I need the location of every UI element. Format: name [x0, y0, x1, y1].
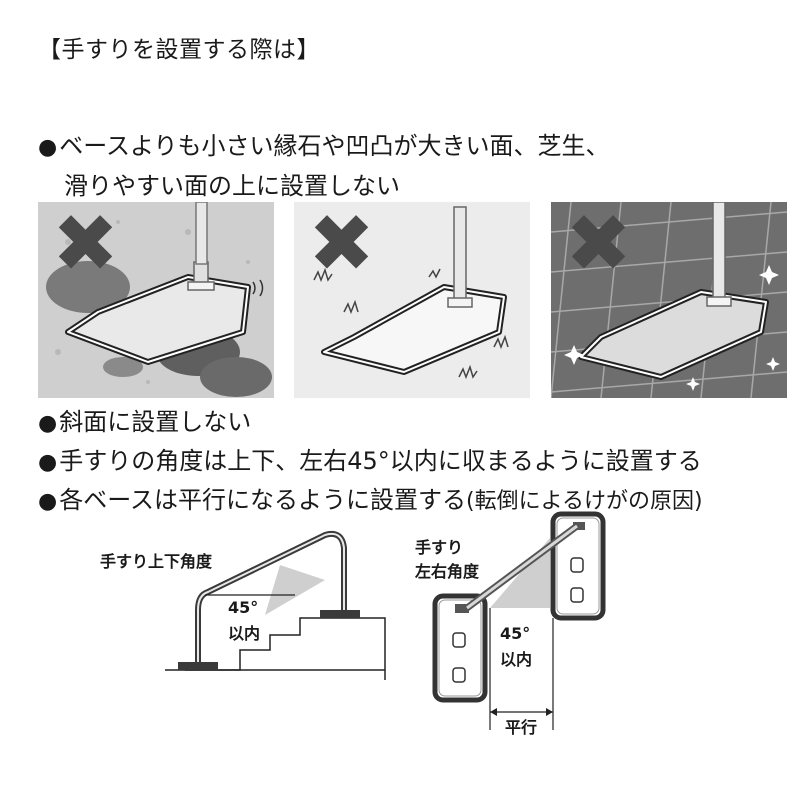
bullet-note: (転倒によるけがの原因) [466, 489, 703, 514]
bullet-uneven-surface: ●ベースよりも小さい縁石や凹凸が大きい面、芝生、 滑りやすい面の上に設置しない [38, 127, 610, 205]
bullet-dot: ● [38, 135, 58, 160]
prohibited-x-icon: ✖ [308, 202, 376, 290]
grass-illustration [294, 202, 530, 398]
bullet-text: 各ベースは平行になるように設置する [59, 486, 467, 514]
vertical-angle-title: 手すり上下角度 [100, 552, 213, 571]
prohibited-x-icon: ✖ [52, 202, 120, 290]
bullet-parallel: ●各ベースは平行になるように設置する(転倒によるけがの原因) [38, 480, 703, 515]
bullet-text: 手すりの角度は上下、左右45°以内に収まるように設置する [59, 447, 702, 475]
bullet-text: 斜面に設置しない [59, 408, 252, 436]
grass-panel: ✖ [294, 202, 530, 398]
bullet-text-line1: ベースよりも小さい縁石や凹凸が大きい面、芝生、 [59, 132, 610, 160]
bullet-dot: ● [38, 489, 58, 514]
horizontal-angle-title-line2: 左右角度 [415, 562, 480, 581]
horizontal-angle-diagram: 手すり 左右角度 45° 以内 平行 [405, 508, 625, 748]
horizontal-angle-unit: 以内 [500, 650, 533, 669]
horizontal-angle-title-line1: 手すり [415, 538, 464, 557]
horizontal-angle-value: 45° [500, 624, 531, 643]
bullet-text-line2: 滑りやすい面の上に設置しない [64, 172, 400, 200]
bullet-dot: ● [38, 450, 58, 475]
stairs-handrail-illustration [165, 530, 386, 680]
bullet-angle: ●手すりの角度は上下、左右45°以内に収まるように設置する [38, 441, 702, 476]
bullet-slope: ●斜面に設置しない [38, 402, 251, 437]
bases-top-view-illustration [432, 511, 606, 730]
bullet-dot: ● [38, 411, 58, 436]
prohibited-x-icon: ✖ [565, 202, 633, 290]
tile-illustration [551, 202, 787, 398]
page-heading: 【手すりを設置する際は】 [38, 37, 320, 63]
curb-illustration [38, 202, 274, 398]
curb-panel: ✖ [38, 202, 274, 398]
vertical-angle-diagram: 手すり上下角度 45° 以内 [100, 520, 400, 690]
tile-panel: ✖ [551, 202, 787, 398]
vertical-angle-value: 45° [228, 598, 259, 617]
parallel-label: 平行 [505, 718, 538, 737]
vertical-angle-unit: 以内 [228, 624, 261, 643]
